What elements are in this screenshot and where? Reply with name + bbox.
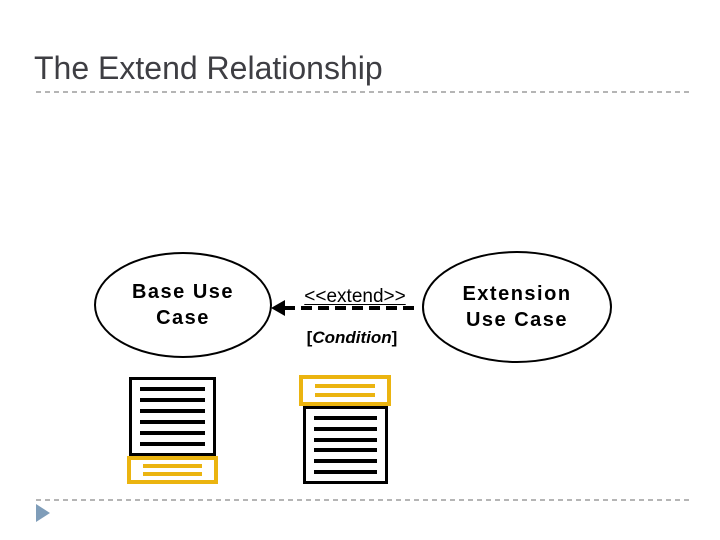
extend-arrow-head-icon [271, 300, 285, 316]
extension-document-icon [299, 375, 391, 484]
play-triangle-icon [36, 504, 50, 522]
document-highlight-line [143, 464, 202, 468]
document-highlight-line [143, 472, 202, 476]
base-use-case-ellipse: Base Use Case [94, 252, 272, 358]
document-text-line [314, 469, 377, 474]
condition-open-bracket: [ [306, 328, 313, 347]
document-text-line [314, 426, 377, 431]
document-text-line [140, 420, 205, 424]
footer-separator-line [36, 499, 690, 501]
document-highlight-header [299, 375, 391, 406]
document-text-line [140, 398, 205, 402]
document-body [303, 406, 388, 484]
document-highlight-line [315, 383, 375, 388]
document-text-line [140, 442, 205, 446]
document-text-line [314, 459, 377, 464]
document-highlight-footer [127, 456, 218, 484]
document-text-line [140, 431, 205, 435]
document-text-line [140, 387, 205, 391]
condition-word: Condition [312, 328, 392, 347]
base-use-case-label-line2: Case [156, 307, 210, 329]
slide-title: The Extend Relationship [34, 50, 383, 86]
document-highlight-line [315, 393, 375, 398]
title-separator-line [36, 91, 690, 93]
document-text-line [314, 448, 377, 453]
base-document-icon [127, 377, 218, 484]
base-use-case-label-line1: Base Use [131, 281, 235, 303]
extension-use-case-ellipse: Extension Use Case [422, 251, 612, 363]
condition-label: [Condition] [297, 329, 407, 346]
document-text-line [314, 416, 377, 420]
document-text-line [314, 437, 377, 442]
document-text-line [140, 409, 205, 413]
extension-use-case-label-line2: Use Case [465, 309, 569, 331]
extend-stereotype-label: <<extend>> [304, 286, 406, 307]
extension-use-case-label-line1: Extension [462, 283, 572, 305]
document-body [129, 377, 216, 456]
extend-arrow-dashed-line [284, 306, 420, 310]
condition-close-bracket: ] [391, 328, 398, 347]
